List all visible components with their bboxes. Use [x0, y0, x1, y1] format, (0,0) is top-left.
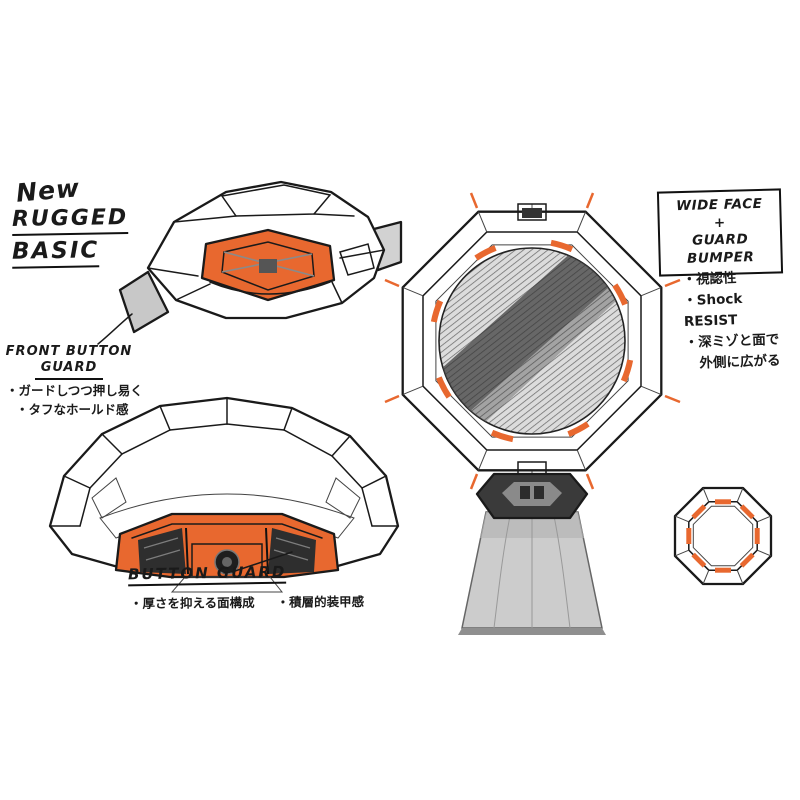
leader-line-front-button-guard: [97, 313, 133, 345]
front-button-guard-bullet-2: ・タフなホールド感: [16, 402, 129, 417]
wide-face-bullet-1: ・視認性: [682, 270, 737, 289]
front-button-guard-label: FRONT BUTTON GUARD: [4, 344, 134, 380]
wide-face-bullet-2: ・Shock RESIST: [683, 290, 743, 330]
wide-face-bullet-3: ・深ミゾと面で: [684, 331, 780, 351]
wide-face-line3: GUARD BUMPER: [686, 231, 755, 267]
front-view-sketch: [48, 396, 400, 593]
leader-line-button-guard: [231, 551, 293, 573]
button-guard-bullet-1: ・厚さを抑える面構成: [129, 594, 255, 612]
side-hatch: [339, 243, 375, 276]
bezel-orange-marks: [429, 238, 635, 444]
title-basic: BASIC: [11, 237, 100, 269]
wide-face-line1: WIDE FACE: [675, 195, 763, 215]
glass-hatch: [220, 184, 332, 217]
wide-face-bullet-4: 外側に広がる: [699, 352, 781, 372]
orange-spikes: [384, 192, 681, 490]
button-guard: [114, 512, 340, 579]
button-guard-bullet-2: ・積層的装甲感: [276, 593, 365, 610]
bezel-ring-sketch: [673, 486, 773, 586]
button-guard-label: BUTTON GUARD: [127, 562, 287, 587]
perspective-view-sketch: [118, 180, 403, 334]
band-left: [118, 270, 170, 334]
title-new: New: [14, 173, 82, 208]
title-rugged: RUGGED: [11, 204, 129, 237]
strap: [458, 511, 606, 635]
dial-face: [438, 247, 626, 435]
front-button-guard-label-line2: GUARD: [34, 360, 104, 380]
hatch-left: [91, 477, 127, 519]
front-guard-lower: [475, 461, 589, 520]
top-notch: [517, 203, 547, 221]
front-button-guard: [200, 228, 336, 302]
wide-face-line2: +: [713, 214, 726, 231]
strap-stub: [170, 576, 284, 593]
front-button-guard-label-line1: FRONT BUTTON: [5, 344, 133, 359]
button-guard-bullets: ・厚さを抑える面構成 ・積層的装甲感: [130, 591, 364, 612]
wide-face-box: WIDE FACE + GUARD BUMPER: [656, 188, 784, 277]
ring-orange-marks: [686, 499, 760, 573]
front-button-guard-bullet-1: ・ガードしつつ押し易く: [6, 383, 143, 398]
hatch-right: [325, 477, 361, 519]
wide-face-bullets: ・視認性 ・Shock RESIST ・深ミゾと面で 外側に広がる: [682, 266, 800, 375]
top-view-sketch: [384, 192, 681, 635]
